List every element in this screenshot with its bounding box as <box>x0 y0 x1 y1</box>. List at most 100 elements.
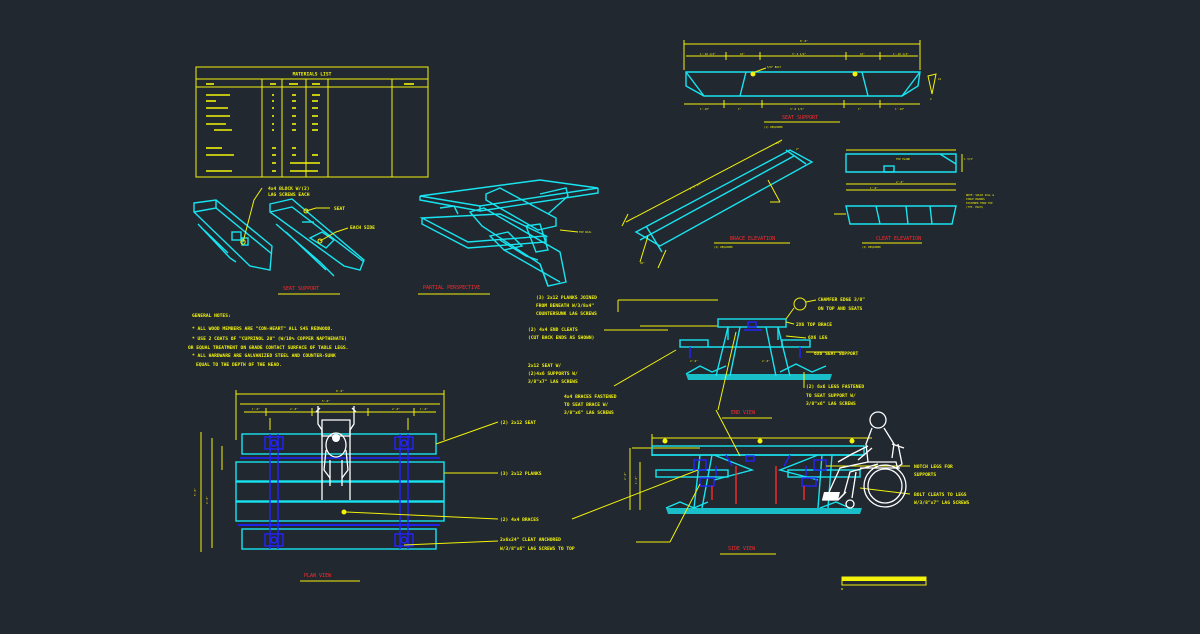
svg-text:12: 12 <box>938 77 942 81</box>
label-block-2: LAG SCREWS EACH <box>268 192 310 198</box>
svg-text:10": 10" <box>860 52 865 56</box>
svg-text:FASTENED THRU TOP: FASTENED THRU TOP <box>966 201 993 205</box>
plan-label-braces: (2) 4x4 BRACES <box>500 517 539 523</box>
svg-text:(TYP. EACH): (TYP. EACH) <box>966 205 984 209</box>
wheelchair-top-icon <box>315 406 357 500</box>
svg-text:2'-0": 2'-0" <box>896 180 904 184</box>
svg-text:TOP PLANK: TOP PLANK <box>896 157 910 161</box>
svg-text:5'-0": 5'-0" <box>193 488 197 496</box>
label-planks-2: FROM BENEATH W/3/8x4" <box>536 303 594 309</box>
label-chamfer-2: ON TOP AND SEATS <box>818 306 862 312</box>
label-block: 4x4 BLOCK W/(2) <box>268 186 310 192</box>
end-view: 2'-0" 2'-0" CHAMFER EDGE 3/8" ON TOP AND… <box>528 295 865 419</box>
svg-text:TABLE BOARDS: TABLE BOARDS <box>966 197 985 201</box>
label-top-brace: 2X6 TOP BRACE <box>796 322 832 328</box>
svg-text:1 3/4": 1 3/4" <box>964 157 974 161</box>
svg-text:(4) REQUIRED: (4) REQUIRED <box>862 245 881 249</box>
svg-text:1'-6": 1'-6" <box>634 476 638 484</box>
svg-text:2": 2" <box>796 147 800 151</box>
general-notes: GENERAL NOTES: * ALL WOOD MEMBERS ARE "C… <box>188 313 348 368</box>
partial-perspective: TOP RAIL PARTIAL PERSPECTIVE <box>418 179 599 295</box>
label-legs-1: (2) 6x6 LEGS FASTENED <box>806 384 864 390</box>
svg-text:45°: 45° <box>640 261 645 265</box>
notes-title: GENERAL NOTES: <box>192 313 231 319</box>
label-seat: SEAT <box>334 206 345 212</box>
seat-support-title: SEAT SUPPORT <box>283 286 319 292</box>
seat-support-detail: 4x4 BLOCK W/(2) LAG SCREWS EACH SEAT EAC… <box>193 186 375 295</box>
materials-list-table: MATERIALS LIST <box>195 66 429 178</box>
plan-view: 8'-0" 5'-0" 1'-6" 2'-0" 2'-0" 1'-6" 5'-0" 4… <box>193 389 575 582</box>
plan-label-cleat-1: 2x6x24" CLEAT ANCHORED <box>500 537 561 543</box>
label-braces-3: 3/8"x6" LAG SCREWS <box>564 410 614 416</box>
svg-text:8'-0": 8'-0" <box>800 39 808 43</box>
svg-text:1'-10 1/4": 1'-10 1/4" <box>700 52 716 56</box>
label-bolt-2: W/3/8"x7" LAG SCREWS <box>914 500 970 506</box>
label-braces-1: 4x4 BRACES FASTENED <box>564 394 617 400</box>
label-notch-2: SUPPORTS <box>914 472 936 478</box>
plan-label-planks: (3) 2x12 PLANKS <box>500 471 542 477</box>
label-each-side: EACH SIDE <box>350 225 375 231</box>
label-seat-w-1: 2x12 SEAT W/ <box>528 363 561 369</box>
scale-bar <box>841 576 927 590</box>
plan-label-cleat-2: W/3/8"x6" LAG SCREWS TO TOP <box>500 546 575 552</box>
cleat-elevation-title: CLEAT ELEVATION <box>876 236 921 242</box>
seat-support-elevation: 8'-0" 1'-10 1/4"10"3'-3 1/2"10"1'-10 1/4… <box>683 39 942 129</box>
svg-text:2'-6": 2'-6" <box>623 472 627 480</box>
svg-text:3'-1 1/2": 3'-1 1/2" <box>689 181 704 191</box>
svg-text:5/8" BOLT: 5/8" BOLT <box>767 65 781 69</box>
svg-text:2'-0": 2'-0" <box>290 407 298 411</box>
end-view-title: END VIEW <box>731 410 756 416</box>
svg-text:2: 2 <box>930 97 932 101</box>
svg-text:4'-0": 4'-0" <box>205 496 209 504</box>
note-line-2: * USE 2 COATS OF "CUPRINOL 20" (W/10% CO… <box>192 336 347 342</box>
plan-label-seat: (2) 2x12 SEAT <box>500 420 536 426</box>
label-bolt-1: BOLT CLEATS TO LEGS <box>914 492 967 498</box>
svg-text:2'-0": 2'-0" <box>762 359 770 363</box>
label-chamfer-1: CHAMFER EDGE 3/8" <box>818 297 865 303</box>
svg-text:1'-6": 1'-6" <box>252 407 260 411</box>
label-planks-1: (3) 2x12 PLANKS JOINED <box>536 295 597 301</box>
svg-text:2'-0": 2'-0" <box>392 407 400 411</box>
svg-text:(2) REQUIRED: (2) REQUIRED <box>714 245 733 249</box>
cleat-elevation: TOP PLANK 1 3/4" 2'-0" 1'-0" NOTE: SOLID… <box>834 149 995 249</box>
svg-text:11": 11" <box>776 141 781 145</box>
label-legs-3: 3/8"x6" LAG SCREWS <box>806 401 856 407</box>
side-view: 2'-6" 1'-6" <box>571 409 970 555</box>
brace-elevation: 3'-1 1/2" 11" 2" 45° BRACE ELEVATION (2)… <box>621 139 814 269</box>
svg-text:1": 1" <box>858 107 862 111</box>
seat-support-top-title: SEAT SUPPORT <box>782 115 818 121</box>
side-view-title: SIDE VIEW <box>728 546 756 552</box>
plan-view-title: PLAN VIEW <box>304 573 332 579</box>
label-seat-support-right: 6X6 SEAT SUPPORT <box>814 351 858 357</box>
note-line-3: OR EQUAL TREATMENT ON GRADE CONTACT SURF… <box>188 345 348 351</box>
label-seat-w-2: (2)4x6 SUPPORTS W/ <box>528 371 578 377</box>
label-braces-2: TO SEAT BRACE W/ <box>564 402 608 408</box>
label-end-cleats-2: (CUT BACK ENDS AS SHOWN) <box>528 335 594 341</box>
svg-text:1'-10 1/4": 1'-10 1/4" <box>893 52 909 56</box>
label-end-cleats-1: (2) 4x4 END CLEATS <box>528 327 578 333</box>
svg-text:8'-0": 8'-0" <box>336 389 344 393</box>
label-leg: 6X6 LEG <box>808 335 828 341</box>
svg-text:3'-0 1/4": 3'-0 1/4" <box>790 107 804 111</box>
svg-text:TOP RAIL: TOP RAIL <box>579 230 592 234</box>
note-line-5: EQUAL TO THE DEPTH OF THE HEAD. <box>196 362 282 368</box>
svg-text:(1) REQUIRED: (1) REQUIRED <box>764 125 783 129</box>
wheelchair-side-icon <box>822 411 907 509</box>
svg-text:1'-10": 1'-10" <box>700 107 710 111</box>
svg-text:1'-6": 1'-6" <box>420 407 428 411</box>
svg-text:10": 10" <box>740 52 745 56</box>
svg-text:5'-0": 5'-0" <box>322 399 330 403</box>
svg-text:1'-0": 1'-0" <box>870 186 878 190</box>
svg-text:1": 1" <box>738 107 742 111</box>
note-line-1: * ALL WOOD MEMBERS ARE "CON-HEART" ALL S… <box>192 326 333 332</box>
note-line-4: * ALL HARDWARE ARE GALVANIZED STEEL AND … <box>192 353 336 359</box>
svg-text:2'-0": 2'-0" <box>690 359 698 363</box>
partial-perspective-title: PARTIAL PERSPECTIVE <box>423 285 480 291</box>
svg-text:NOTE: SOLID SILL &: NOTE: SOLID SILL & <box>966 193 995 197</box>
label-seat-w-3: 3/8"x7" LAG SCREWS <box>528 379 578 385</box>
label-legs-2: TO SEAT SUPPORT W/ <box>806 393 856 399</box>
materials-title: MATERIALS LIST <box>293 72 332 78</box>
label-notch-1: NOTCH LEGS FOR <box>914 464 953 470</box>
